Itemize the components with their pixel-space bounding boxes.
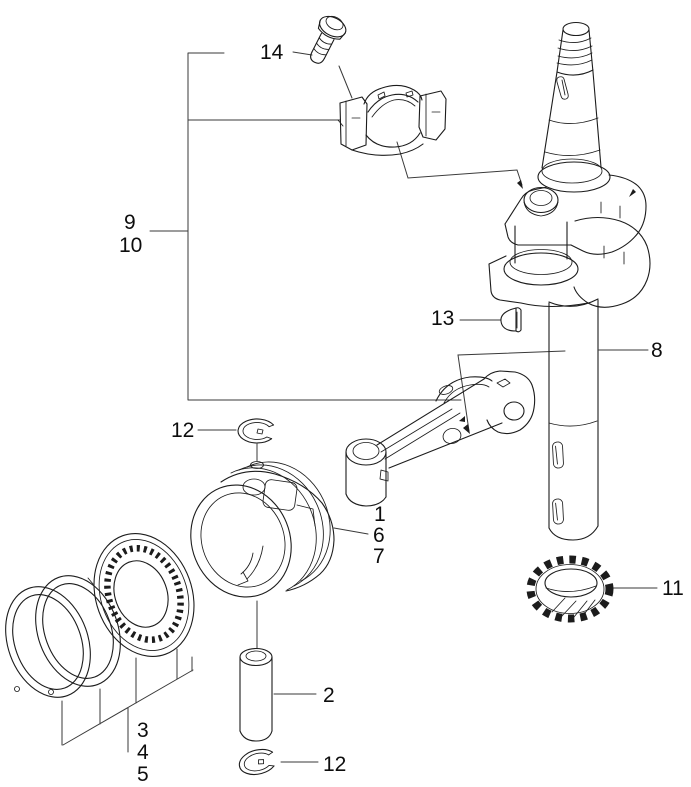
piston-rings-illustration xyxy=(5,533,195,698)
callout-label-bearing-b: 10 xyxy=(119,234,143,257)
callout-label-bolt: 14 xyxy=(260,41,284,64)
callout-label-ring-second: 4 xyxy=(137,741,149,764)
circlip-lower-illustration xyxy=(236,745,278,779)
callout-label-crankshaft: 8 xyxy=(651,339,663,362)
woodruff-key-illustration xyxy=(500,307,522,333)
compression-ring-1 xyxy=(5,586,91,698)
compression-ring-2 xyxy=(35,575,121,695)
callout-label-ring-oil: 5 xyxy=(137,763,149,786)
callout-label-clip-upper: 12 xyxy=(171,419,195,442)
callout-label-clip-lower: 12 xyxy=(323,753,347,776)
callout-label-bearing-a: 9 xyxy=(124,211,136,234)
timing-gear-illustration xyxy=(526,555,614,623)
callout-label-piston-1: 1 xyxy=(374,503,386,526)
callout-label-piston-7: 7 xyxy=(373,545,385,568)
leader-lines xyxy=(61,51,658,763)
bearing-cap-illustration xyxy=(337,84,447,156)
callout-label-piston-6: 6 xyxy=(373,524,385,547)
oil-control-ring xyxy=(93,533,195,657)
connecting-rod-illustration xyxy=(345,370,536,507)
crankshaft-illustration xyxy=(488,21,651,541)
callout-label-pin: 2 xyxy=(323,684,335,707)
piston-illustration xyxy=(190,461,335,598)
callout-label-ring-top: 3 xyxy=(137,719,149,742)
piston-pin-illustration xyxy=(239,647,273,742)
callout-label-key: 13 xyxy=(431,307,455,330)
callout-label-gear: 11 xyxy=(662,577,684,600)
circlip-upper-illustration xyxy=(237,418,275,444)
rod-bolt-illustration xyxy=(310,15,347,64)
